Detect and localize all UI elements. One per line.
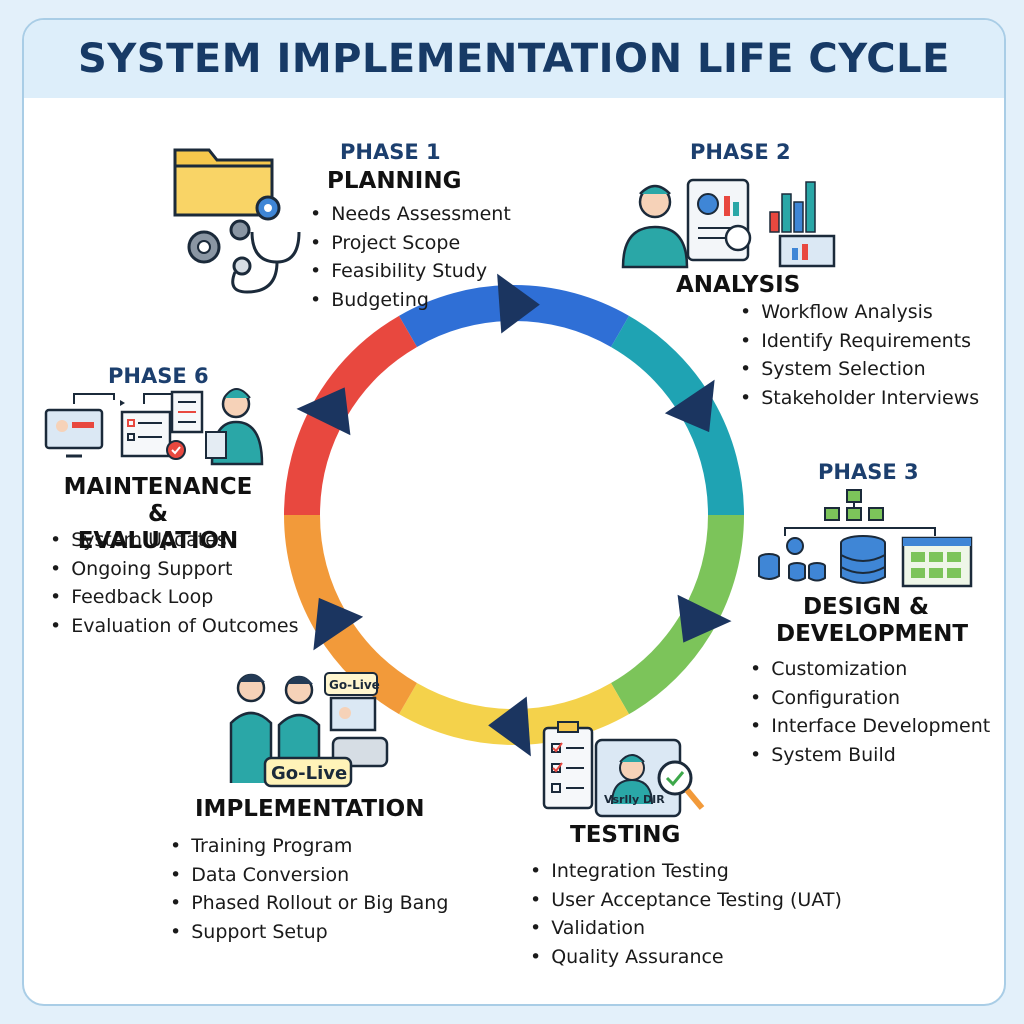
testing-icon-caption: Vsrlly DIR [604, 793, 665, 806]
phase-2-items: Workflow Analysis Identify Requirements … [740, 298, 979, 412]
list-item: Feasibility Study [310, 257, 511, 286]
checklist-tablet-magnifier-icon: Vsrlly DIR [542, 721, 705, 818]
list-item: System Selection [740, 355, 979, 384]
list-item: System Updates [50, 526, 298, 555]
folder-gears-stethoscope-icon [173, 148, 301, 294]
phase-3-number: PHASE 3 [818, 460, 919, 484]
title-banner: SYSTEM IMPLEMENTATION LIFE CYCLE [24, 20, 1004, 98]
list-item: Feedback Loop [50, 583, 298, 612]
list-item: Ongoing Support [50, 555, 298, 584]
phase-6-items: System Updates Ongoing Support Feedback … [50, 526, 298, 640]
list-item: Configuration [750, 684, 990, 713]
phase-1-number: PHASE 1 [340, 140, 441, 164]
list-item: Needs Assessment [310, 200, 511, 229]
list-item: Evaluation of Outcomes [50, 612, 298, 641]
list-item: Interface Development [750, 712, 990, 741]
phase-4-name: TESTING [570, 822, 681, 848]
list-item: Quality Assurance [530, 943, 842, 972]
phase-1-items: Needs Assessment Project Scope Feasibili… [310, 200, 511, 314]
list-item: Data Conversion [170, 861, 448, 890]
monitor-checklist-nurse-icon [44, 388, 264, 466]
phase-3-items: Customization Configuration Interface De… [750, 655, 990, 769]
list-item: Workflow Analysis [740, 298, 979, 327]
list-item: Customization [750, 655, 990, 684]
list-item: Support Setup [170, 918, 448, 947]
list-item: Budgeting [310, 286, 511, 315]
phase-5-name: IMPLEMENTATION [195, 796, 425, 822]
phase-5-items: Training Program Data Conversion Phased … [170, 832, 448, 946]
go-live-badge: Go-Live [271, 763, 347, 784]
phase-4-items: Integration Testing User Acceptance Test… [530, 857, 842, 971]
phase-2-name: ANALYSIS [676, 272, 801, 298]
phase-2-number: PHASE 2 [690, 140, 791, 164]
phase-3-name: DESIGN & DEVELOPMENT [776, 594, 969, 648]
phase-1-name: PLANNING [327, 168, 462, 194]
list-item: Training Program [170, 832, 448, 861]
phase-6-number: PHASE 6 [108, 364, 209, 388]
list-item: Project Scope [310, 229, 511, 258]
list-item: Stakeholder Interviews [740, 384, 979, 413]
phase-3-name-line-1: DESIGN & [802, 594, 930, 620]
phase-3-name-line-2: DEVELOPMENT [776, 621, 969, 647]
database-hierarchy-icon [758, 489, 973, 588]
nurses-go-live-icon: Go-Live Go-Live [229, 672, 389, 788]
list-item: Identify Requirements [740, 327, 979, 356]
list-item: Phased Rollout or Big Bang [170, 889, 448, 918]
nurse-charts-icon [621, 178, 836, 269]
list-item: Integration Testing [530, 857, 842, 886]
page-title: SYSTEM IMPLEMENTATION LIFE CYCLE [78, 36, 950, 82]
go-live-badge-small: Go-Live [329, 678, 380, 692]
list-item: System Build [750, 741, 990, 770]
phase-6-name-line-1: MAINTENANCE & [63, 474, 253, 527]
list-item: User Acceptance Testing (UAT) [530, 886, 842, 915]
list-item: Validation [530, 914, 842, 943]
